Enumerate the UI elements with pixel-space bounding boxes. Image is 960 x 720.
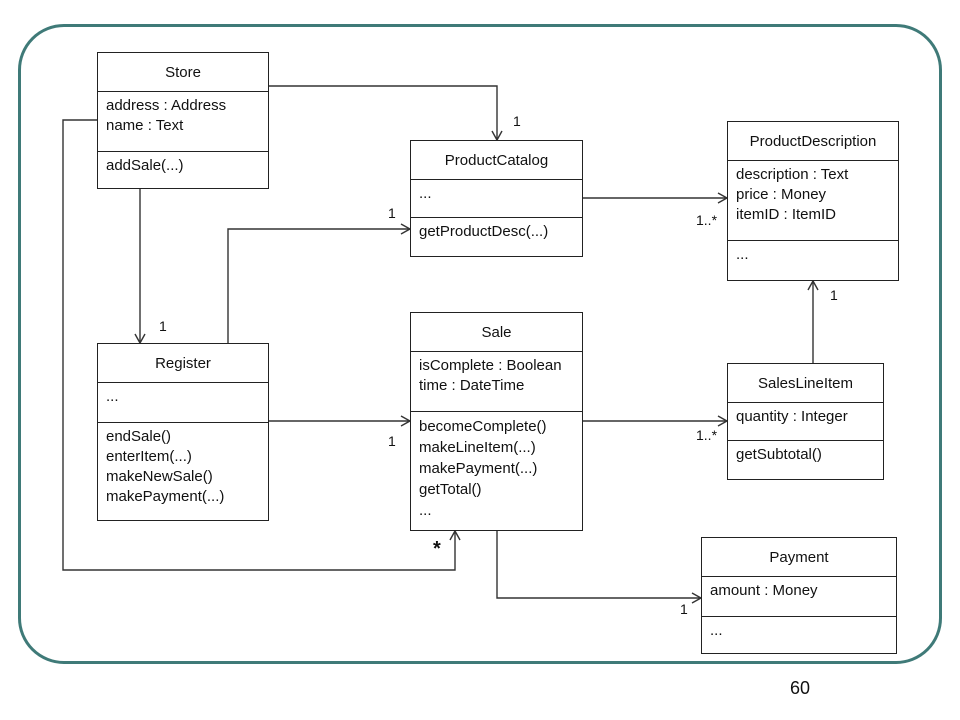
operations-section: ... bbox=[702, 617, 896, 645]
class-register: Register ... endSale() enterItem(...) ma… bbox=[97, 343, 269, 521]
multiplicity-register-sale: 1 bbox=[388, 433, 396, 449]
attributes-section: ... bbox=[411, 180, 582, 218]
operation: endSale() bbox=[106, 428, 172, 445]
operation: ... bbox=[419, 502, 432, 519]
class-name: Sale bbox=[411, 313, 582, 352]
operation: enterItem(...) bbox=[106, 448, 192, 465]
attribute: name : Text bbox=[106, 117, 184, 134]
operation: ... bbox=[736, 246, 749, 263]
class-name: SalesLineItem bbox=[728, 364, 883, 403]
class-productcatalog: ProductCatalog ... getProductDesc(...) bbox=[410, 140, 583, 257]
attributes-section: ... bbox=[98, 383, 268, 423]
multiplicity-store-sale: * bbox=[433, 538, 441, 560]
operations-section: getSubtotal() bbox=[728, 441, 883, 469]
attribute: isComplete : Boolean bbox=[419, 357, 562, 374]
attributes-section: quantity : Integer bbox=[728, 403, 883, 441]
class-name: Payment bbox=[702, 538, 896, 577]
operation: ... bbox=[710, 622, 723, 639]
operation: becomeComplete() bbox=[419, 418, 547, 435]
class-sale: Sale isComplete : Boolean time : DateTim… bbox=[410, 312, 583, 531]
attributes-section: description : Text price : Money itemID … bbox=[728, 161, 898, 241]
attribute: price : Money bbox=[736, 186, 827, 203]
class-store: Store address : Address name : Text addS… bbox=[97, 52, 269, 189]
operation: getProductDesc(...) bbox=[419, 223, 549, 240]
operations-section: endSale() enterItem(...) makeNewSale() m… bbox=[98, 423, 268, 511]
attribute: time : DateTime bbox=[419, 377, 525, 394]
multiplicity-register-catalog: 1 bbox=[388, 205, 396, 221]
attribute: quantity : Integer bbox=[736, 408, 848, 425]
class-name: ProductDescription bbox=[728, 122, 898, 161]
multiplicity-lineitem-description: 1 bbox=[830, 287, 838, 303]
operation: getSubtotal() bbox=[736, 446, 822, 463]
attribute: ... bbox=[419, 185, 432, 202]
operation: getTotal() bbox=[419, 481, 482, 498]
store-sale-line bbox=[62, 119, 461, 571]
operation: makePayment(...) bbox=[106, 488, 225, 505]
attribute: itemID : ItemID bbox=[736, 206, 837, 223]
class-saleslineitem: SalesLineItem quantity : Integer getSubt… bbox=[727, 363, 884, 480]
operations-section: getProductDesc(...) bbox=[411, 218, 582, 246]
attributes-section: address : Address name : Text bbox=[98, 92, 268, 152]
operation: makeLineItem(...) bbox=[419, 439, 536, 456]
attribute: amount : Money bbox=[710, 582, 818, 599]
attribute: description : Text bbox=[736, 166, 849, 183]
attribute: address : Address bbox=[106, 97, 227, 114]
class-productdescription: ProductDescription description : Text pr… bbox=[727, 121, 899, 281]
operation: addSale(...) bbox=[106, 157, 184, 174]
operation: makePayment(...) bbox=[419, 460, 538, 477]
attributes-section: amount : Money bbox=[702, 577, 896, 617]
operation: makeNewSale() bbox=[106, 468, 213, 485]
class-payment: Payment amount : Money ... bbox=[701, 537, 897, 654]
operations-section: addSale(...) bbox=[98, 152, 268, 180]
page-number: 60 bbox=[790, 678, 811, 698]
register-catalog-line bbox=[227, 223, 412, 343]
multiplicity-sale-payment: 1 bbox=[680, 601, 688, 617]
operations-section: becomeComplete() makeLineItem(...) makeP… bbox=[411, 412, 582, 525]
multiplicity-store-register: 1 bbox=[159, 318, 167, 334]
multiplicity-sale-lineitem: 1..* bbox=[696, 427, 718, 443]
multiplicity-store-catalog: 1 bbox=[513, 113, 521, 129]
operations-section: ... bbox=[728, 241, 898, 269]
class-name: Store bbox=[98, 53, 268, 92]
multiplicity-catalog-description: 1..* bbox=[696, 212, 718, 228]
store-catalog-line bbox=[269, 85, 503, 142]
sale-payment-line bbox=[496, 531, 703, 604]
class-name: ProductCatalog bbox=[411, 141, 582, 180]
attributes-section: isComplete : Boolean time : DateTime bbox=[411, 352, 582, 412]
class-name: Register bbox=[98, 344, 268, 383]
attribute: ... bbox=[106, 388, 119, 405]
